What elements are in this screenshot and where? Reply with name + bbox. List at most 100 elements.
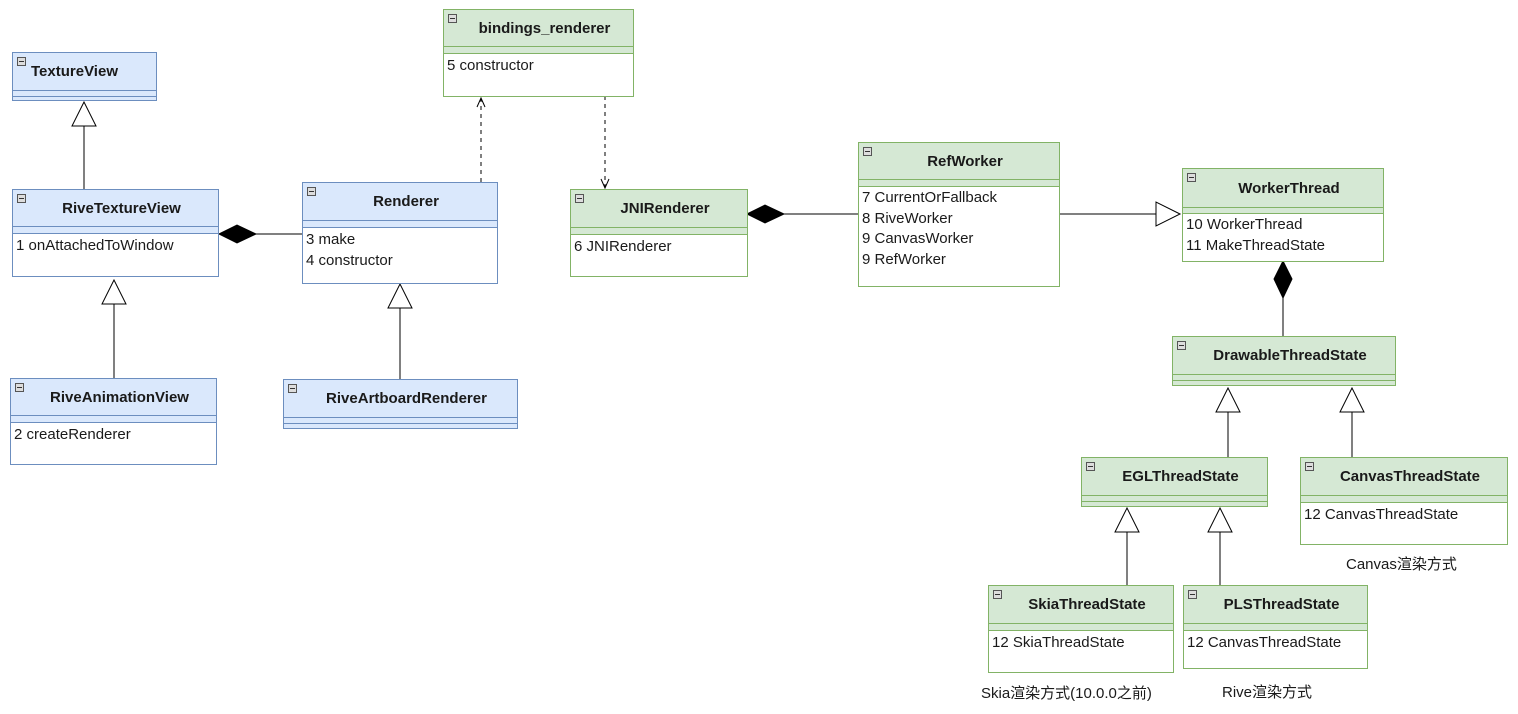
attribute-separator bbox=[1173, 374, 1395, 380]
note-rive: Rive渲染方式 bbox=[1222, 684, 1313, 701]
class-renderer[interactable]: Renderer 3 make 4 constructor bbox=[302, 182, 498, 284]
inheritance-edge-refworker-workerthread bbox=[1060, 201, 1182, 227]
class-header: EGLThreadState bbox=[1082, 458, 1267, 495]
collapse-toggle-icon[interactable] bbox=[1188, 590, 1197, 599]
class-header: TextureView bbox=[13, 53, 156, 90]
collapse-toggle-icon[interactable] bbox=[17, 57, 26, 66]
method-item: 12 SkiaThreadState bbox=[992, 634, 1125, 651]
method-item: 4 constructor bbox=[306, 252, 393, 269]
class-plsthreadstate[interactable]: PLSThreadState 12 CanvasThreadState bbox=[1183, 585, 1368, 669]
class-workerthread[interactable]: WorkerThread 10 WorkerThread 11 MakeThre… bbox=[1182, 168, 1384, 262]
collapse-toggle-icon[interactable] bbox=[993, 590, 1002, 599]
class-header: bindings_renderer bbox=[444, 10, 633, 46]
method-list: 1 onAttachedToWindow bbox=[13, 233, 218, 276]
composition-edge-workerthread-drawablethreadstate bbox=[1273, 259, 1293, 337]
attribute-separator bbox=[303, 220, 497, 227]
class-title: bindings_renderer bbox=[478, 19, 611, 37]
collapse-toggle-icon[interactable] bbox=[1177, 341, 1186, 350]
inheritance-edge-rivetextureview-textureview bbox=[71, 100, 97, 190]
attribute-separator bbox=[571, 227, 747, 234]
collapse-toggle-icon[interactable] bbox=[863, 147, 872, 156]
method-list: 6 JNIRenderer bbox=[571, 234, 747, 276]
attribute-separator bbox=[11, 415, 216, 422]
class-skiathreadstate[interactable]: SkiaThreadState 12 SkiaThreadState bbox=[988, 585, 1174, 673]
method-item: 12 CanvasThreadState bbox=[1304, 506, 1459, 523]
method-separator bbox=[1173, 380, 1395, 385]
inheritance-edge-riveartboardrenderer-renderer bbox=[387, 282, 413, 380]
composition-edge-rivetextureview-renderer bbox=[217, 224, 303, 244]
method-item: 12 CanvasThreadState bbox=[1187, 634, 1342, 651]
class-textureview[interactable]: TextureView bbox=[12, 52, 157, 101]
method-list: 2 createRenderer bbox=[11, 422, 216, 464]
class-header: RefWorker bbox=[859, 143, 1059, 179]
class-title: EGLThreadState bbox=[1122, 468, 1239, 485]
class-header: RiveAnimationView bbox=[11, 379, 216, 415]
attribute-separator bbox=[859, 179, 1059, 186]
collapse-toggle-icon[interactable] bbox=[448, 14, 457, 23]
composition-edge-jnirenderer-refworker bbox=[745, 204, 859, 224]
class-refworker[interactable]: RefWorker 7 CurrentOrFallback 8 RiveWork… bbox=[858, 142, 1060, 287]
attribute-separator bbox=[1301, 495, 1507, 502]
class-eglthreadstate[interactable]: EGLThreadState bbox=[1081, 457, 1268, 507]
class-title: RiveTextureView bbox=[62, 199, 181, 217]
method-separator bbox=[284, 423, 517, 428]
class-header: JNIRenderer bbox=[571, 190, 747, 227]
method-list: 12 CanvasThreadState bbox=[1301, 502, 1507, 544]
method-item: 9 CanvasWorker bbox=[862, 230, 974, 247]
method-list: 3 make 4 constructor bbox=[303, 227, 497, 283]
attribute-separator bbox=[1183, 207, 1383, 213]
class-header: RiveArtboardRenderer bbox=[284, 380, 517, 417]
class-title: PLSThreadState bbox=[1223, 596, 1340, 613]
class-header: RiveTextureView bbox=[13, 190, 218, 226]
class-title: TextureView bbox=[31, 63, 118, 80]
method-separator bbox=[1082, 501, 1267, 506]
class-header: PLSThreadState bbox=[1184, 586, 1367, 623]
attribute-separator bbox=[989, 623, 1173, 630]
class-rivetextureview[interactable]: RiveTextureView 1 onAttachedToWindow bbox=[12, 189, 219, 277]
class-bindingsrenderer[interactable]: bindings_renderer 5 constructor bbox=[443, 9, 634, 97]
method-list: 10 WorkerThread 11 MakeThreadState bbox=[1183, 213, 1383, 261]
attribute-separator bbox=[13, 226, 218, 233]
collapse-toggle-icon[interactable] bbox=[15, 383, 24, 392]
attribute-separator bbox=[1082, 495, 1267, 501]
class-canvasthreadstate[interactable]: CanvasThreadState 12 CanvasThreadState bbox=[1300, 457, 1508, 545]
class-title: WorkerThread bbox=[1238, 179, 1340, 197]
method-item: 1 onAttachedToWindow bbox=[16, 237, 174, 254]
class-header: SkiaThreadState bbox=[989, 586, 1173, 623]
collapse-toggle-icon[interactable] bbox=[17, 194, 26, 203]
collapse-toggle-icon[interactable] bbox=[288, 384, 297, 393]
class-header: WorkerThread bbox=[1183, 169, 1383, 207]
attribute-separator bbox=[284, 417, 517, 423]
method-item: 6 JNIRenderer bbox=[574, 238, 672, 255]
inheritance-edge-riveanimationview-rivetextureview bbox=[101, 278, 127, 379]
class-riveartboardrenderer[interactable]: RiveArtboardRenderer bbox=[283, 379, 518, 429]
method-item: 10 WorkerThread bbox=[1186, 216, 1303, 233]
attribute-separator bbox=[1184, 623, 1367, 630]
method-list: 12 CanvasThreadState bbox=[1184, 630, 1367, 668]
collapse-toggle-icon[interactable] bbox=[1086, 462, 1095, 471]
collapse-toggle-icon[interactable] bbox=[575, 194, 584, 203]
method-item: 3 make bbox=[306, 231, 356, 248]
note-skia: Skia渲染方式(10.0.0之前) bbox=[981, 685, 1152, 702]
collapse-toggle-icon[interactable] bbox=[307, 187, 316, 196]
class-title: SkiaThreadState bbox=[1028, 596, 1146, 613]
class-drawablethreadstate[interactable]: DrawableThreadState bbox=[1172, 336, 1396, 386]
inheritance-edge-eglthreadstate-drawablethreadstate bbox=[1215, 386, 1241, 458]
class-title: RiveAnimationView bbox=[50, 388, 189, 406]
class-title: RefWorker bbox=[927, 152, 1003, 170]
inheritance-edge-skiathreadstate-eglthreadstate bbox=[1114, 506, 1140, 586]
class-riveanimationview[interactable]: RiveAnimationView 2 createRenderer bbox=[10, 378, 217, 465]
class-jnirenderer[interactable]: JNIRenderer 6 JNIRenderer bbox=[570, 189, 748, 277]
method-item: 7 CurrentOrFallback bbox=[862, 189, 998, 206]
collapse-toggle-icon[interactable] bbox=[1187, 173, 1196, 182]
class-header: Renderer bbox=[303, 183, 497, 220]
inheritance-edge-plsthreadstate-eglthreadstate bbox=[1207, 506, 1233, 586]
attribute-separator bbox=[444, 46, 633, 53]
collapse-toggle-icon[interactable] bbox=[1305, 462, 1314, 471]
class-title: JNIRenderer bbox=[620, 200, 710, 217]
attribute-separator bbox=[13, 90, 156, 96]
method-item: 5 constructor bbox=[447, 57, 534, 74]
note-canvas: Canvas渲染方式 bbox=[1346, 556, 1457, 573]
method-item: 9 RefWorker bbox=[862, 250, 946, 268]
